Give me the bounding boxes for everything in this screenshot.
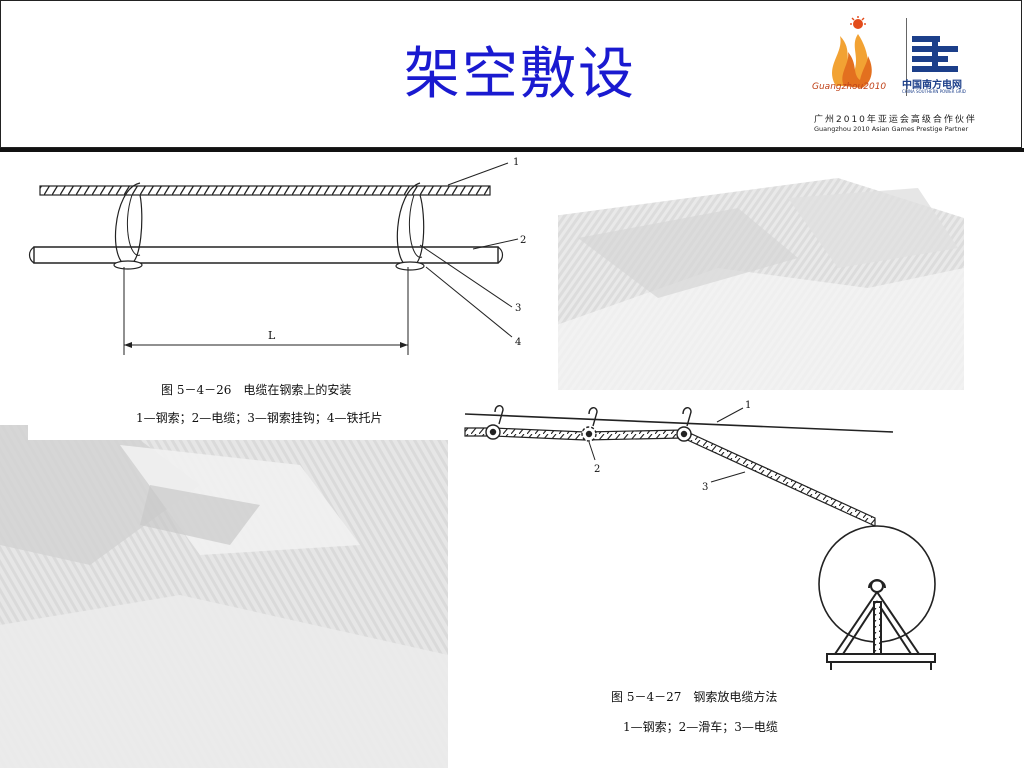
background-photo-left	[0, 425, 448, 768]
figure-2-legend: 1—钢索；2—滑车；3—电缆	[623, 720, 778, 734]
slide-title: 架空敷设	[404, 42, 636, 107]
label-1: 1	[513, 157, 519, 168]
background-photo-right	[538, 178, 964, 390]
pulley-3	[676, 407, 692, 442]
logo-divider	[906, 18, 907, 96]
cable	[33, 246, 499, 264]
partner-text-en: Guangzhou 2010 Asian Games Prestige Part…	[814, 125, 969, 133]
figure-cable-laying: 1 2 3 图 5－4－27 钢索放电缆方法 1—钢索；2—滑车；3—电缆	[455, 392, 955, 768]
label-4: 4	[515, 337, 521, 348]
grid-logo-icon	[912, 36, 958, 72]
partner-logo: Guangzhou2010 中国南方电网 CHINA SOUTHERN POWE…	[808, 14, 1014, 138]
cable	[464, 427, 876, 527]
label-3: 3	[515, 303, 521, 314]
label-1: 1	[745, 400, 751, 411]
figure-2-caption: 图 5－4－27 钢索放电缆方法	[611, 690, 778, 704]
games-mark-text: Guangzhou2010	[812, 82, 887, 92]
partner-text-cn: 广州2010年亚运会高级合作伙伴	[814, 115, 977, 125]
pulley-2	[581, 407, 598, 442]
figure-1-legend: 1—钢索；2—电缆；3—钢索挂钩；4—铁托片	[136, 411, 383, 425]
drum-stand	[826, 579, 936, 670]
company-name-en: CHINA SOUTHERN POWER GRID	[902, 89, 966, 94]
dimension-label: L	[268, 329, 276, 342]
title-divider	[0, 148, 1024, 152]
steel-wire	[39, 185, 491, 196]
label-3: 3	[702, 482, 708, 493]
figure-1-caption: 图 5－4－26 电缆在钢索上的安装	[161, 383, 352, 397]
flame-logo-icon	[832, 16, 872, 88]
steel-wire	[464, 413, 894, 433]
figure-1-drawing: 1 2 3 4 L	[28, 157, 526, 355]
pulley-1	[485, 405, 504, 440]
company-name-cn: 中国南方电网	[902, 80, 962, 91]
figure-2-drawing: 1 2 3	[464, 400, 936, 670]
label-2: 2	[594, 464, 600, 475]
label-2: 2	[520, 235, 526, 246]
